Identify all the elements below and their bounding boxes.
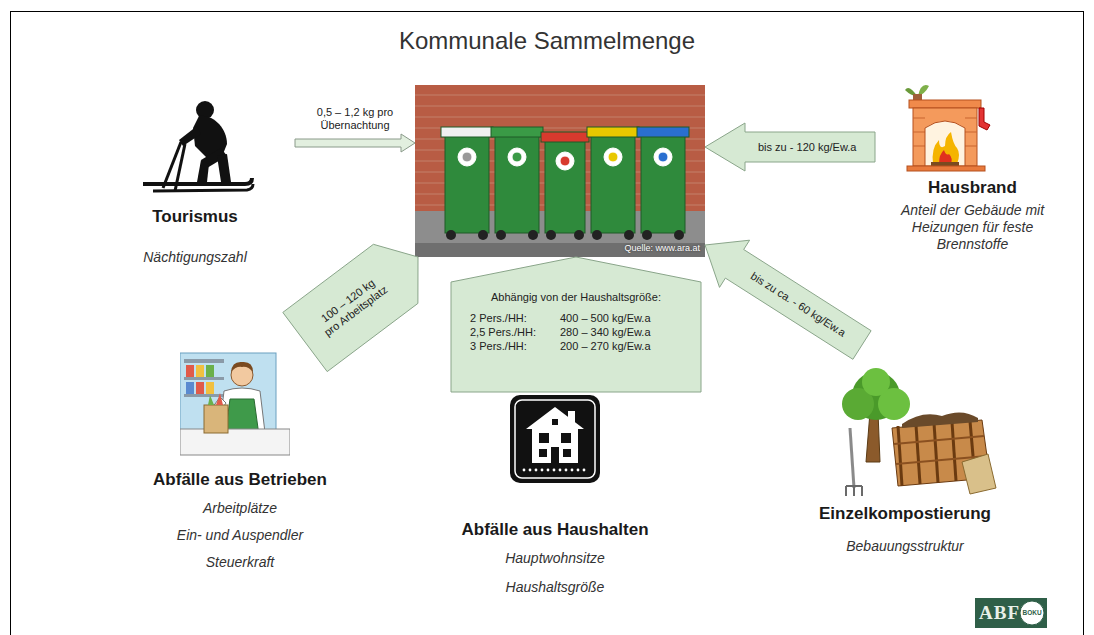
table-cell: 200 – 270 kg/Ew.a xyxy=(560,340,651,353)
fireplace-icon xyxy=(903,82,993,174)
node-heading: Hausbrand xyxy=(875,178,1070,198)
source-node: TourismusNächtigungszahl xyxy=(95,95,295,266)
node-heading: Abfälle aus Haushalten xyxy=(425,520,685,540)
node-subtext: Ein- und Auspendler xyxy=(110,527,370,544)
flow-arrow xyxy=(283,244,418,371)
node-subtext: Hauptwohnsitze xyxy=(425,550,685,567)
compost-icon xyxy=(832,358,997,498)
source-node: Abfälle aus BetriebenArbeitplätzeEin- un… xyxy=(110,342,370,571)
table-cell: 400 – 500 kg/Ew.a xyxy=(560,312,651,325)
flow-arrow xyxy=(705,123,875,171)
table-cell: 2,5 Pers./HH: xyxy=(470,326,536,339)
node-subtext: Anteil der Gebäude mit Heizungen für fes… xyxy=(875,202,1070,253)
node-subtext: Steuerkraft xyxy=(110,554,370,571)
edge-label: bis zu - 120 kg/Ew.a xyxy=(758,141,856,154)
source-node: Abfälle aus HaushaltenHauptwohnsitzeHaus… xyxy=(425,392,685,596)
flow-arrow xyxy=(451,257,701,392)
source-node: HausbrandAnteil der Gebäude mit Heizunge… xyxy=(875,80,1070,253)
source-node: EinzelkompostierungBebauungsstruktur xyxy=(785,345,1025,555)
node-heading: Abfälle aus Betrieben xyxy=(110,470,370,490)
flow-arrow xyxy=(705,240,871,359)
edge-label: Abhängig von der Haushaltsgröße: xyxy=(491,291,661,304)
bins-photo xyxy=(415,85,705,257)
node-subtext: Haushaltsgröße xyxy=(425,579,685,596)
table-cell: 2 Pers./HH: xyxy=(470,312,527,325)
table-cell: 280 – 340 kg/Ew.a xyxy=(560,326,651,339)
node-heading: Tourismus xyxy=(95,207,295,227)
collection-node: Quelle: www.ara.at xyxy=(415,85,705,257)
node-subtext: Nächtigungszahl xyxy=(95,249,295,266)
house-icon xyxy=(510,395,600,483)
edge-label: 0,5 – 1,2 kg pro Übernachtung xyxy=(300,106,410,132)
logo-text: BOKU xyxy=(1023,609,1042,617)
node-subtext: Arbeitplätze xyxy=(110,500,370,517)
table-cell: 3 Pers./HH: xyxy=(470,340,527,353)
node-heading: Einzelkompostierung xyxy=(785,504,1025,524)
shopkeeper-icon xyxy=(180,345,290,460)
source-credit: Quelle: www.ara.at xyxy=(624,243,700,254)
logo-text: ABF xyxy=(979,602,1020,624)
node-subtext: Bebauungsstruktur xyxy=(785,538,1025,555)
diagram-title: Kommunale Sammelmenge xyxy=(0,26,1094,56)
skier-icon xyxy=(135,98,255,198)
edge-label: bis zu ca. - 60 kg/Ew.a xyxy=(748,269,848,339)
flow-arrow xyxy=(295,134,415,152)
